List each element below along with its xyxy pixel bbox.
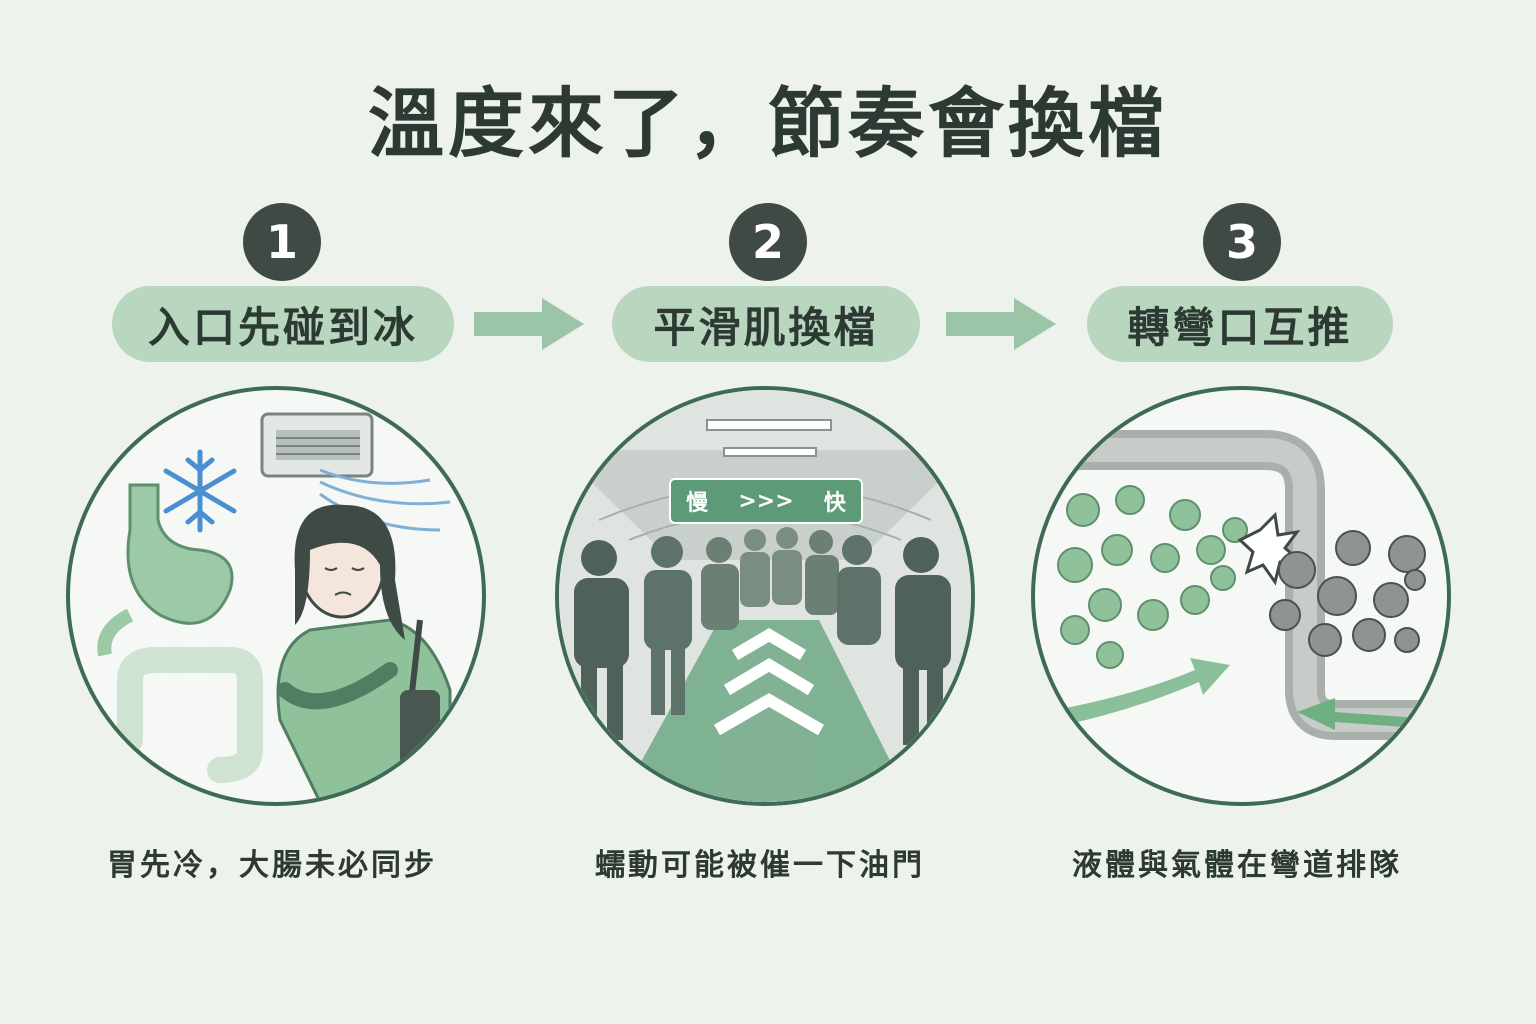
scene-cold-entrance [66, 386, 486, 806]
step-1-label: 入口先碰到冰 [112, 286, 454, 362]
page-title: 溫度來了，節奏會換檔 [368, 79, 1168, 168]
cold-woman-icon [276, 504, 452, 802]
scene-bend-push [1031, 386, 1451, 806]
step-3-label: 轉彎口互推 [1087, 286, 1393, 362]
step-2-label: 平滑肌換檔 [612, 286, 920, 362]
gas-bubble-icon [1269, 530, 1426, 657]
arrow-right-icon [474, 298, 584, 350]
step-3-caption: 液體與氣體在彎道排隊 [1072, 848, 1402, 883]
speed-sign-fast: 快 [823, 491, 846, 516]
liquid-bubble-icon [1057, 485, 1248, 669]
flow-arrow-icon [1055, 658, 1447, 730]
step-2-number: 2 [729, 203, 807, 281]
chevron-up-icon [714, 628, 824, 736]
intestine-icon [117, 647, 263, 783]
speed-sign-slow: 慢 [686, 491, 709, 516]
scene-smooth-muscle: 慢 >>> 快 [555, 386, 975, 806]
step-1-caption: 胃先冷，大腸未必同步 [107, 848, 437, 883]
step-1-number: 1 [243, 203, 321, 281]
snowflake-icon [163, 449, 237, 533]
stomach-icon [97, 483, 234, 657]
step-2-caption: 蠕動可能被催一下油門 [595, 848, 925, 883]
step-3-number: 3 [1203, 203, 1281, 281]
walking-crowd-icon [574, 527, 951, 745]
speed-sign-arrows: >>> [738, 488, 794, 514]
arrow-right-icon [946, 298, 1056, 350]
air-conditioner-icon [260, 412, 451, 532]
speed-sign: 慢 >>> 快 [669, 478, 863, 524]
